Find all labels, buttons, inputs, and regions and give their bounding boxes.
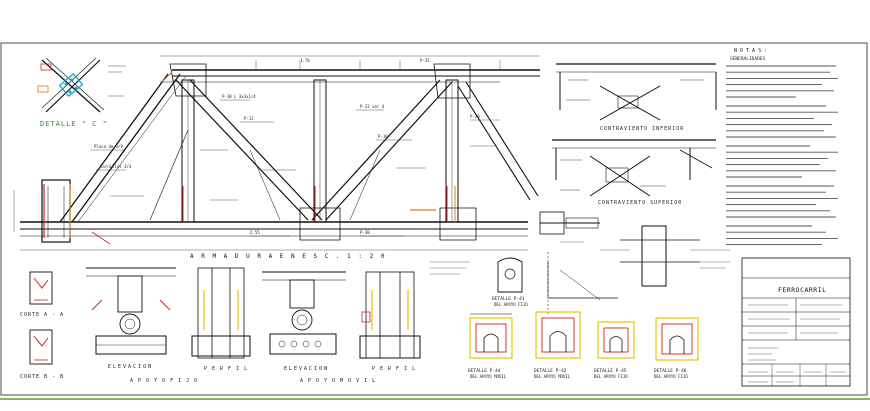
sheet-border	[0, 42, 868, 396]
apoyo-fijo-elevation	[86, 267, 176, 355]
svg-text:P-22 ver 4: P-22 ver 4	[360, 104, 385, 109]
label-elevacion-2: ELEVACION	[284, 366, 329, 372]
notes-text-block	[726, 65, 838, 246]
label-del-apoyo-movil: DEL APOYO MOVIL	[470, 374, 507, 379]
label-contraviento-superior: CONTRAVIENTO SUPERIOR	[598, 200, 682, 206]
label-armadura: A R M A D U R A E N E S C . 1 : 2 0	[190, 253, 386, 260]
corte-bb-view	[29, 329, 53, 365]
label-notas: N O T A S :	[734, 48, 767, 54]
truss-annotations	[13, 55, 540, 251]
apoyo-fijo-profile	[191, 267, 251, 359]
label-del-apoyo-movil-2: DEL APOYO MOVIL	[534, 374, 571, 379]
main-truss	[20, 63, 540, 243]
svg-text:2.55: 2.55	[250, 230, 260, 235]
label-elevacion-1: ELEVACION	[108, 364, 153, 370]
detail-plate-p42	[535, 311, 581, 359]
detail-plate-p46	[655, 317, 699, 361]
title-block-company: FERROCARRIL	[778, 286, 827, 294]
label-detalle-p45: DETALLE P-45	[594, 368, 627, 374]
label-detalle-p44: DETALLE P-44	[468, 368, 501, 374]
detail-plate-p45	[597, 321, 635, 359]
label-corte-bb: CORTE B - B	[20, 374, 64, 380]
detail-plate-p44	[469, 313, 513, 359]
title-block	[741, 257, 851, 387]
contraviento-superior-view	[552, 139, 716, 197]
svg-text:1.70: 1.70	[300, 58, 310, 63]
label-contraviento-inferior: CONTRAVIENTO INFERIOR	[600, 126, 684, 132]
svg-text:P-18: P-18	[378, 134, 388, 139]
svg-text:P-35: P-35	[420, 58, 430, 63]
svg-text:P-30: P-30	[360, 230, 370, 235]
contraviento-inferior-view	[556, 63, 717, 121]
label-perfil-2: P E R F I L	[372, 366, 416, 372]
svg-text:P-12: P-12	[244, 116, 254, 121]
detail-c-view	[37, 57, 126, 113]
apoyo-movil-profile	[359, 271, 421, 359]
truss-colored-members	[43, 71, 456, 245]
svg-text:P-28: P-28	[470, 114, 480, 119]
svg-text:Tornillos 3/4: Tornillos 3/4	[100, 164, 132, 169]
label-del-apoyo-fijo: DEL APOYO FIJO	[494, 302, 528, 307]
label-detalle-p42: DETALLE P-42	[534, 368, 567, 374]
corte-aa-view	[29, 271, 53, 305]
label-perfil-1: P E R F I L	[204, 366, 248, 372]
label-del-apoyo-fijo-2: DEL APOYO FIJO	[594, 374, 628, 379]
label-detalle-p41: DETALLE P-41	[492, 296, 525, 302]
label-detalle-p46: DETALLE P-46	[654, 368, 687, 374]
column-detail-views	[497, 211, 700, 301]
misc-annotation-marks	[430, 241, 730, 275]
label-del-apoyo-fijo-3: DEL APOYO FIJO	[654, 374, 688, 379]
label-detail-c: DETALLE " C "	[40, 120, 108, 128]
truss-small-text: P-10 L 3x3x1/4 P-12 P-22 ver 4 P-18 Plac…	[94, 58, 480, 235]
svg-text:Placa de 3/8: Placa de 3/8	[94, 144, 123, 149]
title-block-fine-text	[748, 304, 846, 383]
label-apoyo-movil: A P O Y O M O V I L	[300, 378, 376, 384]
svg-text:P-10 L 3x3x1/4: P-10 L 3x3x1/4	[222, 94, 256, 99]
apoyo-movil-elevation	[262, 271, 346, 355]
label-corte-aa: CORTE A - A	[20, 312, 64, 318]
label-apoyo-fijo: A P O Y O F I J O	[130, 378, 198, 384]
label-generalidades: GENERALIDADES	[730, 56, 766, 62]
